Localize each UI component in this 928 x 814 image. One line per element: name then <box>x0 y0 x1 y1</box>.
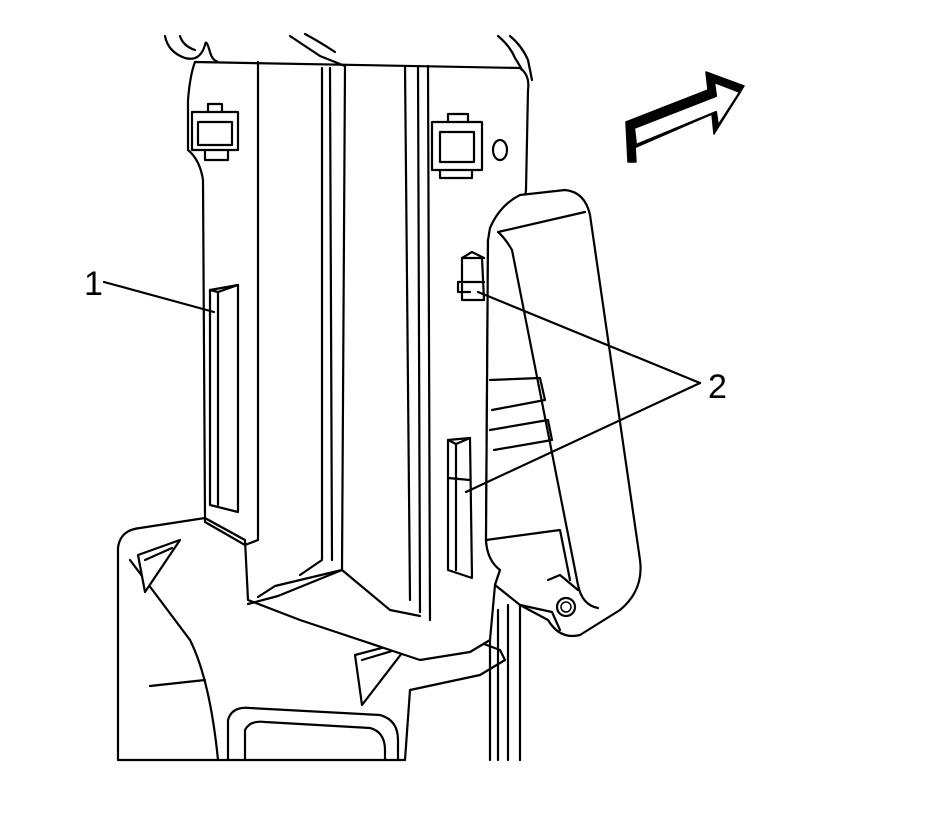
item-2-upper-retainer <box>456 250 486 302</box>
top-clip-left <box>190 102 240 162</box>
panel-top-break <box>163 32 534 82</box>
side-bracket <box>484 188 642 638</box>
panel-hole <box>491 138 509 162</box>
lower-clip-left <box>136 538 182 594</box>
item-1-slot <box>208 283 240 514</box>
pillar-panel <box>186 60 530 662</box>
callout-1-leader <box>102 280 216 314</box>
callout-1-label: 1 <box>84 265 103 303</box>
item-2-lower-retainer <box>446 436 474 580</box>
callout-2-leaders <box>464 290 702 494</box>
lower-trim-panel <box>116 516 507 762</box>
direction-arrow-icon <box>625 71 745 163</box>
top-clip-right <box>430 112 484 180</box>
lower-rails <box>488 603 562 762</box>
callout-2-label: 2 <box>708 368 727 406</box>
